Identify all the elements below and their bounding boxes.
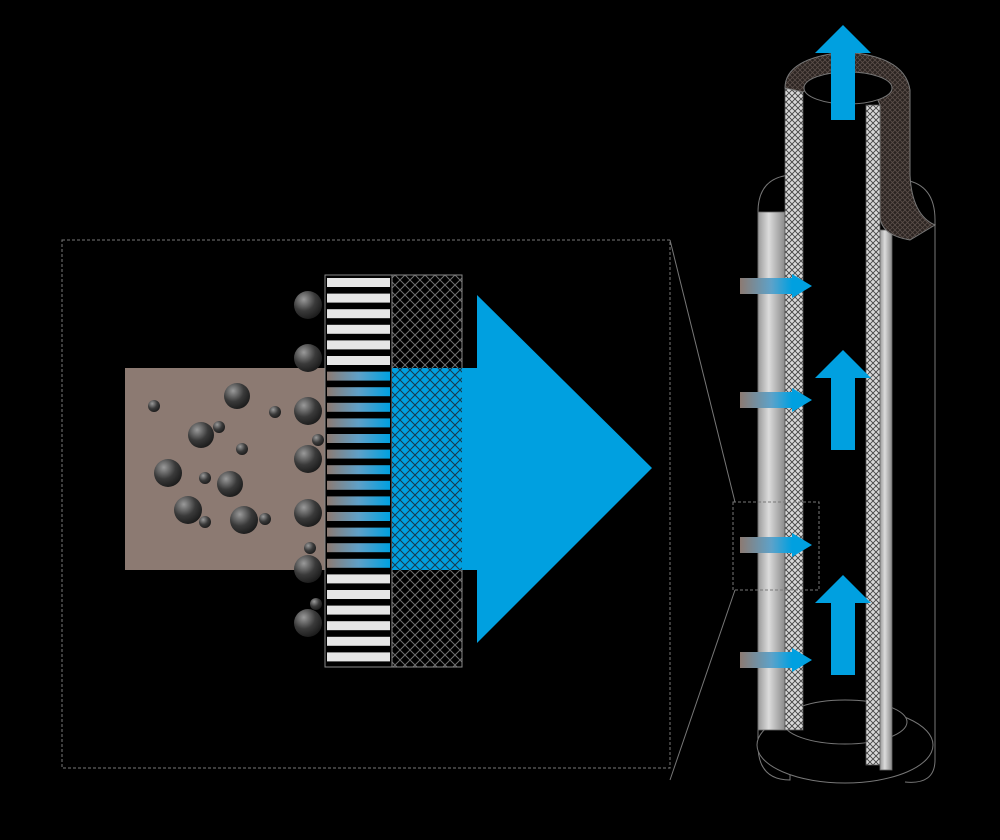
particle-circle-icon bbox=[174, 496, 202, 524]
particle-circle-icon bbox=[310, 598, 322, 610]
arrow-right-icon bbox=[792, 388, 812, 412]
membrane-stripe bbox=[327, 278, 390, 287]
arrow-right-icon bbox=[792, 533, 812, 557]
tube-membrane-right bbox=[865, 104, 881, 766]
upflow-arrows bbox=[815, 25, 871, 675]
particle-circle-icon bbox=[294, 397, 322, 425]
zoom-connector-top bbox=[669, 239, 736, 503]
particle-circle-icon bbox=[213, 421, 225, 433]
membrane-stripe bbox=[327, 340, 390, 350]
membrane-stripe bbox=[327, 465, 390, 475]
zoom-panel bbox=[61, 239, 736, 781]
tube-outer-wall-right bbox=[879, 229, 893, 771]
particle-circle-icon bbox=[294, 445, 322, 473]
arrow-up-icon bbox=[815, 25, 871, 120]
particle-circle-icon bbox=[236, 443, 248, 455]
membrane-stripe bbox=[327, 590, 390, 599]
membrane-stripe bbox=[327, 496, 390, 506]
particle-circle-icon bbox=[199, 516, 211, 528]
membrane-tube bbox=[732, 51, 937, 784]
particle-circle-icon bbox=[294, 555, 322, 583]
arrow-up-icon bbox=[815, 575, 871, 675]
permeation-peg bbox=[740, 537, 792, 553]
membrane-stripe bbox=[327, 480, 390, 490]
membrane-stripe bbox=[327, 324, 390, 334]
particle-circle-icon bbox=[188, 422, 214, 448]
membrane-stripe bbox=[327, 371, 390, 381]
particle-circle-icon bbox=[294, 609, 322, 637]
arrow-right-icon bbox=[462, 295, 652, 643]
membrane-stripe bbox=[327, 621, 390, 631]
particle-circle-icon bbox=[217, 471, 243, 497]
membrane-stripe bbox=[327, 605, 390, 615]
particle-circle-icon bbox=[304, 542, 316, 554]
zoom-frame bbox=[61, 239, 671, 769]
particle-circle-icon bbox=[312, 434, 324, 446]
tube-outer-wall bbox=[757, 211, 786, 731]
permeation-peg bbox=[740, 278, 792, 294]
particle-circle-icon bbox=[294, 344, 322, 372]
particle-circle-icon bbox=[148, 400, 160, 412]
membrane-stripe bbox=[327, 512, 390, 521]
particle-circle-icon bbox=[230, 506, 258, 534]
membrane-stripe bbox=[327, 387, 390, 397]
permeation-peg bbox=[740, 652, 792, 668]
support-permeate-zone bbox=[392, 368, 462, 570]
permeation-arrows bbox=[740, 274, 812, 672]
zoom-connector-bottom bbox=[669, 589, 736, 781]
membrane-stripe bbox=[327, 293, 390, 303]
particle-circle-icon bbox=[259, 513, 271, 525]
detail-box bbox=[732, 501, 820, 591]
membrane-stripe bbox=[327, 543, 390, 553]
membrane-layer bbox=[324, 274, 393, 668]
particle-circle-icon bbox=[294, 499, 322, 527]
particle-circle-icon bbox=[154, 459, 182, 487]
membrane-stripe bbox=[327, 356, 390, 365]
particle-circle-icon bbox=[294, 291, 322, 319]
membrane-stripe bbox=[327, 402, 390, 412]
permeation-peg bbox=[740, 392, 792, 408]
arrow-right-icon bbox=[792, 274, 812, 298]
membrane-stripe bbox=[327, 418, 390, 428]
membrane-stripe bbox=[327, 309, 390, 319]
membrane-stripe bbox=[327, 527, 390, 537]
membrane-stripe bbox=[327, 558, 390, 568]
support-layer bbox=[391, 274, 463, 668]
membrane-stripe bbox=[327, 636, 390, 646]
particle-circle-icon bbox=[269, 406, 281, 418]
membrane-stripe bbox=[327, 574, 390, 584]
arrow-right-icon bbox=[792, 648, 812, 672]
membrane-stripe bbox=[327, 434, 390, 443]
arrow-up-icon bbox=[815, 350, 871, 450]
membrane-stripe bbox=[327, 449, 390, 459]
particle-group bbox=[148, 291, 324, 637]
particle-circle-icon bbox=[199, 472, 211, 484]
membrane-stripe bbox=[327, 652, 390, 662]
particle-circle-icon bbox=[224, 383, 250, 409]
